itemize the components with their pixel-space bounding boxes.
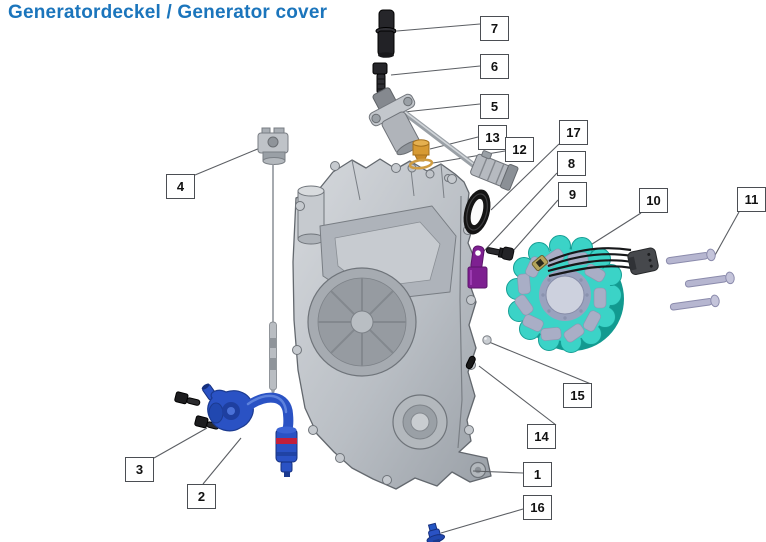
oil-plug	[412, 139, 430, 162]
steel-ball	[482, 335, 492, 345]
cable-connector	[470, 150, 519, 191]
callout-16[interactable]: 16	[523, 495, 552, 520]
holder-bolt	[485, 246, 515, 261]
callout-9[interactable]: 9	[558, 182, 587, 207]
callout-12[interactable]: 12	[505, 137, 534, 162]
cable-holder	[467, 245, 488, 289]
callout-10[interactable]: 10	[639, 188, 668, 213]
wire-connector	[627, 247, 659, 276]
water-pipe	[201, 383, 298, 477]
callout-7[interactable]: 7	[480, 16, 509, 41]
callout-13[interactable]: 13	[478, 125, 507, 150]
stator	[506, 235, 659, 353]
callout-2[interactable]: 2	[187, 484, 216, 509]
callout-5[interactable]: 5	[480, 94, 509, 119]
callout-11[interactable]: 11	[737, 187, 766, 212]
callout-17[interactable]: 17	[559, 120, 588, 145]
callout-4[interactable]: 4	[166, 174, 195, 199]
callout-6[interactable]: 6	[480, 54, 509, 79]
dipstick	[269, 164, 277, 397]
seal-ring	[463, 189, 491, 235]
drain-bolt	[426, 522, 446, 542]
page-title: Generatordeckel / Generator cover	[8, 2, 328, 23]
callout-8[interactable]: 8	[557, 151, 586, 176]
callout-14[interactable]: 14	[527, 424, 556, 449]
screw-small	[372, 62, 388, 94]
stator-bolts	[665, 248, 735, 311]
dowel-pin	[465, 355, 476, 370]
oil-filler-cap	[257, 127, 289, 397]
callout-3[interactable]: 3	[125, 457, 154, 482]
o-ring	[408, 158, 434, 170]
callout-15[interactable]: 15	[563, 383, 592, 408]
leader-lines	[153, 23, 740, 534]
callout-1[interactable]: 1	[523, 462, 552, 487]
stator-wires	[547, 247, 633, 278]
rubber-plug	[375, 9, 397, 58]
generator-cover	[292, 158, 492, 490]
